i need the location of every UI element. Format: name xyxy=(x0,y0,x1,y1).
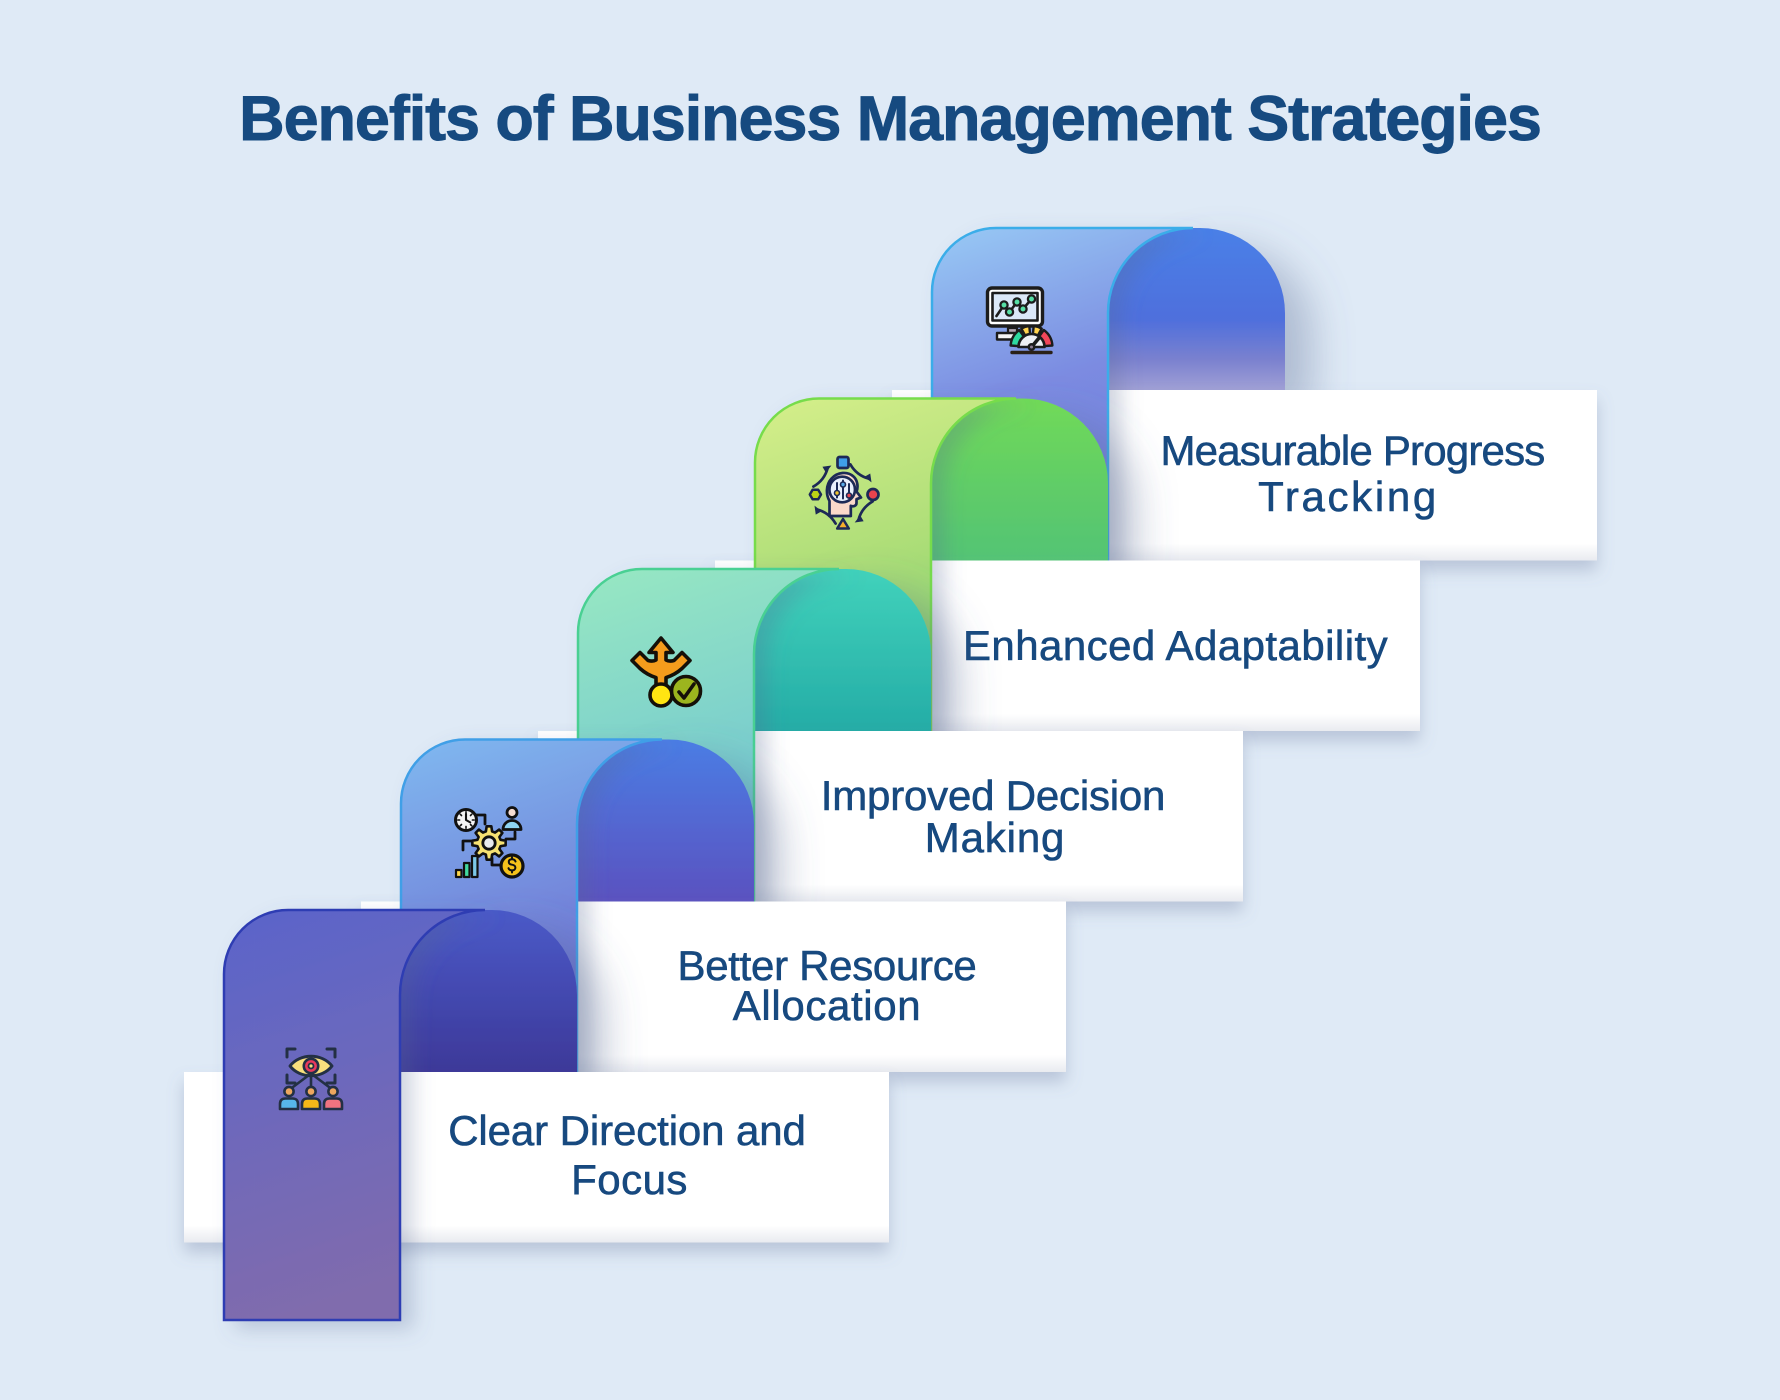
svg-text:Better Resource: Better Resource xyxy=(678,942,977,989)
svg-text:Allocation: Allocation xyxy=(733,982,922,1029)
svg-text:Benefits of Business Managemen: Benefits of Business Management Strategi… xyxy=(239,84,1541,154)
svg-text:Focus: Focus xyxy=(571,1156,688,1203)
svg-text:Tracking: Tracking xyxy=(1258,473,1439,520)
svg-text:Measurable Progress: Measurable Progress xyxy=(1161,427,1545,474)
svg-text:Improved Decision: Improved Decision xyxy=(821,772,1165,819)
svg-text:Enhanced Adaptability: Enhanced Adaptability xyxy=(963,622,1388,669)
svg-text:Making: Making xyxy=(925,814,1066,861)
svg-text:Clear Direction and: Clear Direction and xyxy=(448,1107,806,1154)
